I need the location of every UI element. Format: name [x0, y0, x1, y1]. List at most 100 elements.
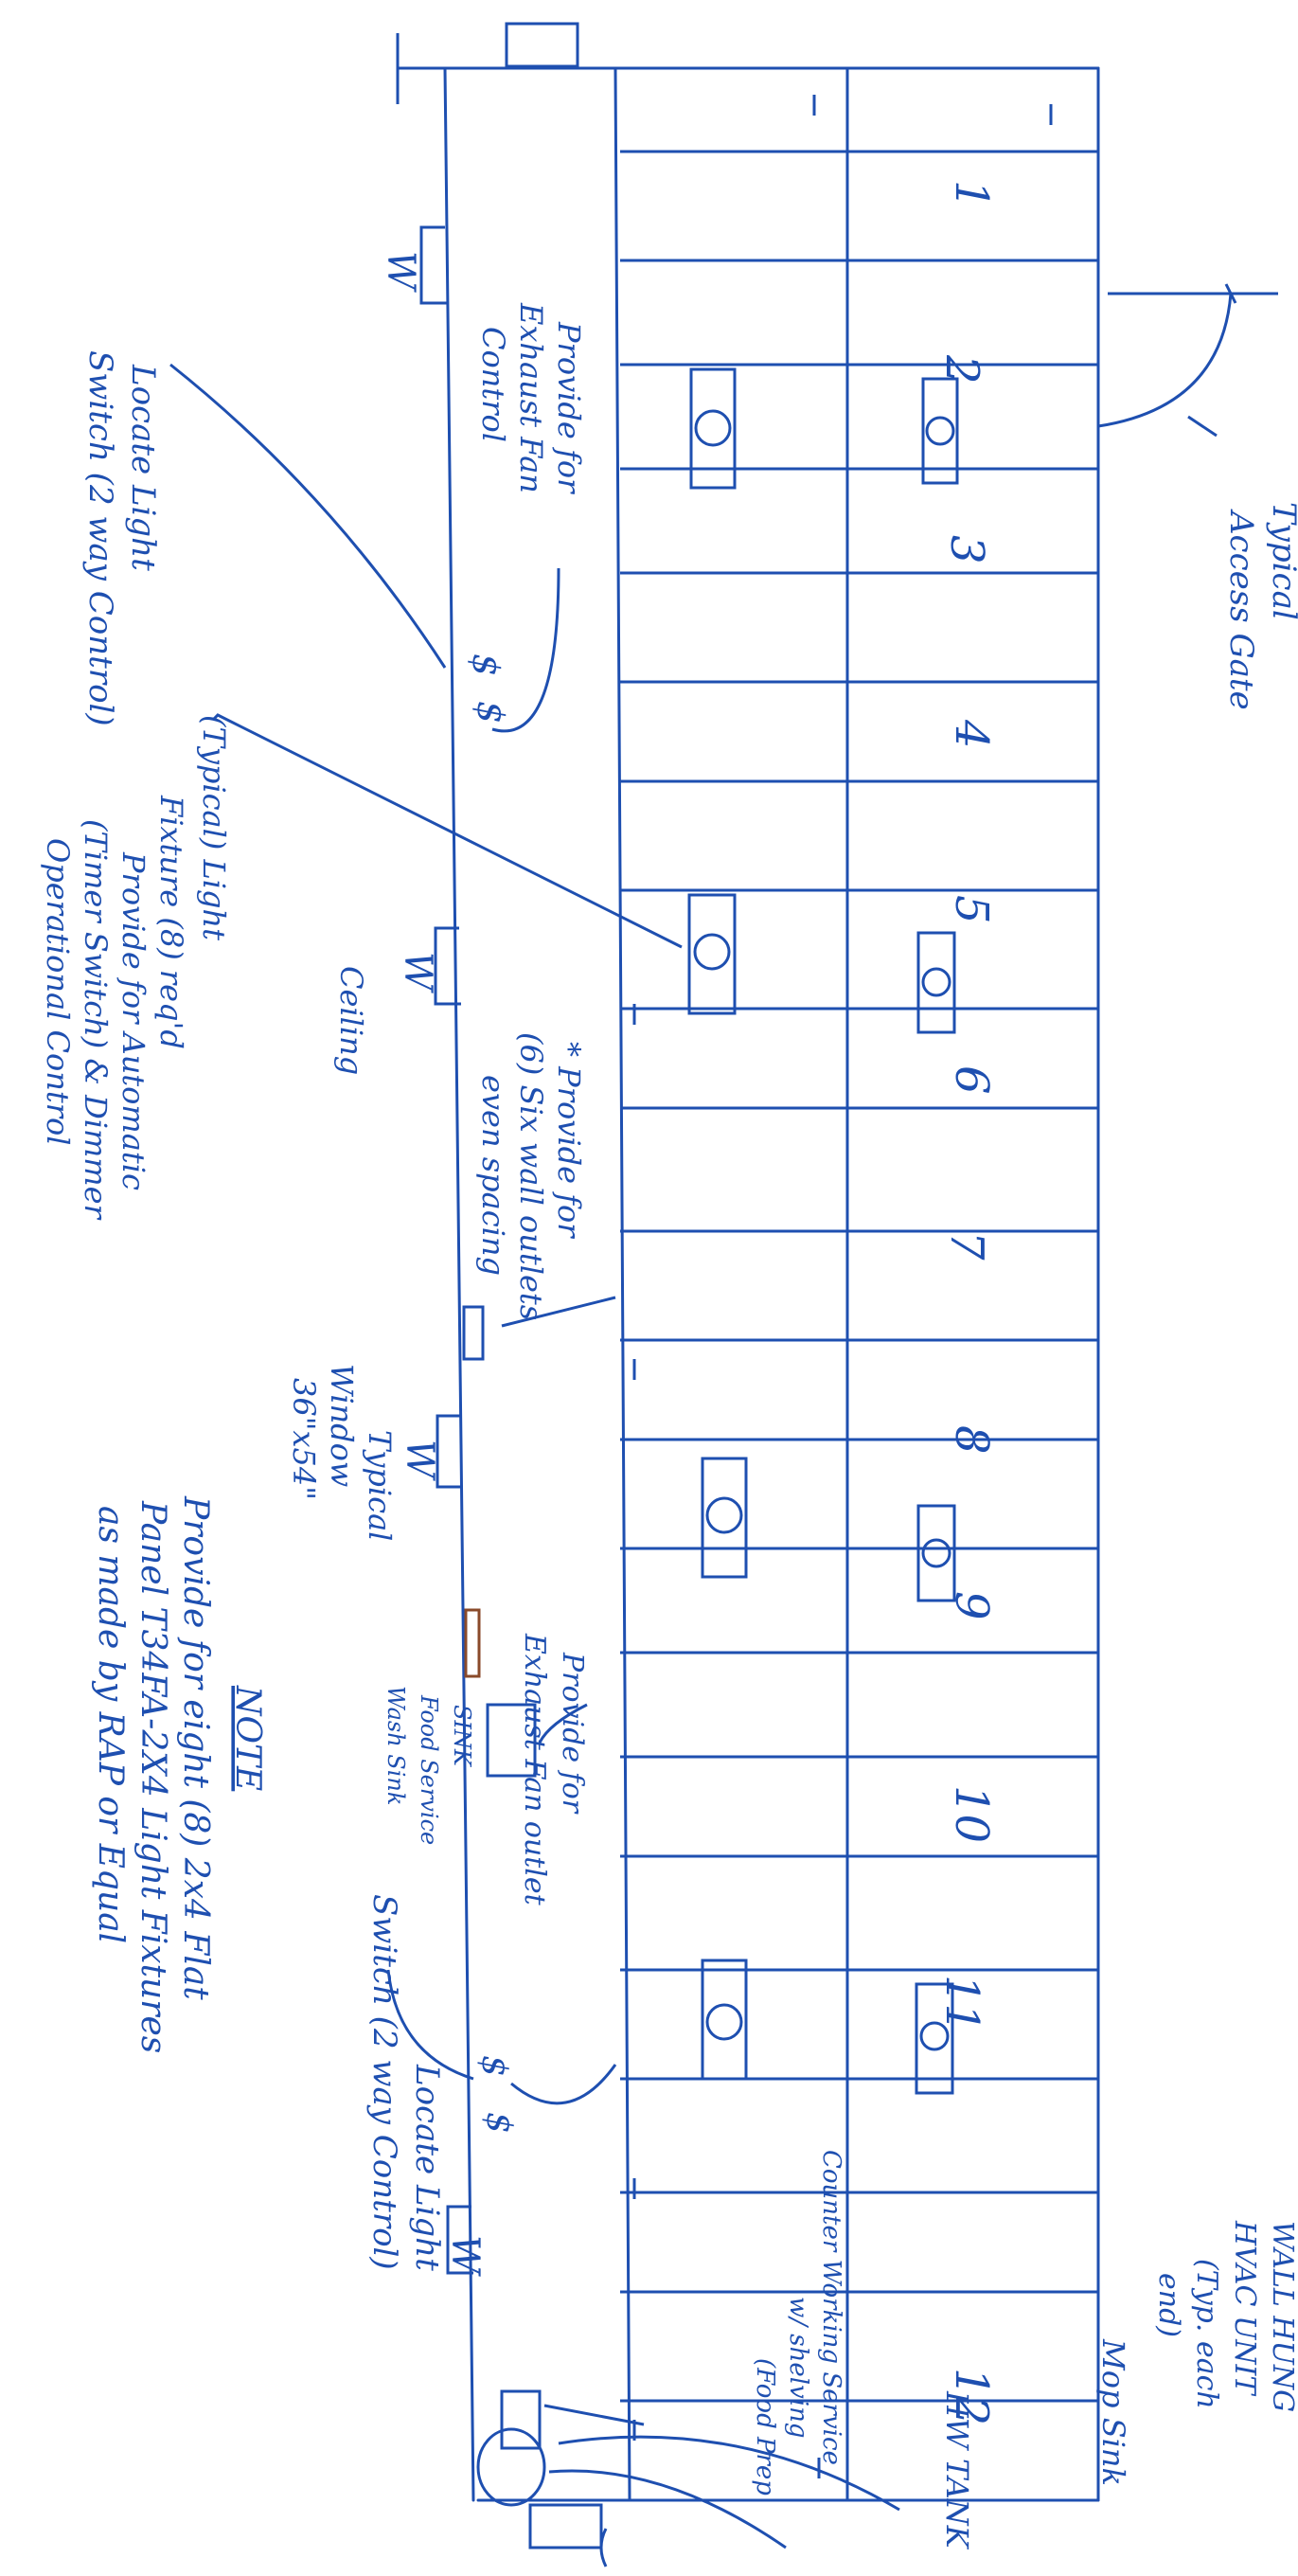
- window-markers: [419, 225, 473, 2275]
- bay-number: 7: [940, 1231, 993, 1261]
- svg-text:Locate Light: Locate Light: [124, 364, 162, 571]
- svg-text:Exhaust Fan outlet: Exhaust Fan outlet: [518, 1633, 551, 1906]
- note-locate-switch-b: Locate Light Switch (2 way Control): [365, 1894, 446, 2271]
- leader-sink: [538, 1703, 588, 1744]
- light-fixture: [701, 1457, 748, 1579]
- window-label: W: [396, 952, 439, 993]
- svg-text:Food Service: Food Service: [416, 1694, 442, 1845]
- switch-group-b: $ $: [474, 2055, 518, 2134]
- svg-text:(Typ. each: (Typ. each: [1190, 2259, 1223, 2409]
- bay-number: 8: [945, 1425, 998, 1455]
- svg-text:Typical: Typical: [362, 1430, 398, 1541]
- note-general: NOTE Provide for eight (8) 2x4 Flat Pane…: [91, 1495, 267, 2053]
- leader-mop-sink: [558, 2435, 900, 2512]
- svg-text:HW TANK: HW TANK: [939, 2390, 975, 2550]
- interior-wall-line: [613, 66, 631, 2502]
- window-marker: [434, 926, 461, 1006]
- light-fixture: [916, 1504, 956, 1602]
- light-fixture: [687, 893, 737, 1015]
- leader-access-gate: [1187, 415, 1218, 438]
- light-fixture: [921, 377, 959, 485]
- window-label: W: [398, 1440, 441, 1481]
- svg-text:(6) Six wall outlets: (6) Six wall outlets: [513, 1032, 549, 1320]
- svg-text:Provide for eight (8) 2x4 Flat: Provide for eight (8) 2x4 Flat: [176, 1495, 215, 2000]
- light-switch-symbol: $: [465, 653, 507, 676]
- svg-text:Typical: Typical: [1265, 502, 1298, 620]
- ceiling-bracket: [396, 22, 579, 104]
- svg-text:Operational Control: Operational Control: [40, 838, 76, 1146]
- window-label: W: [443, 2235, 487, 2277]
- light-fixture: [916, 931, 956, 1034]
- svg-text:Fixture (8) req'd: Fixture (8) req'd: [153, 795, 189, 1049]
- bay-number: 4: [945, 719, 998, 749]
- fixtures-lower: [462, 1305, 603, 2549]
- bay-ticks: [632, 95, 1053, 2478]
- svg-text:Exhaust Fan: Exhaust Fan: [513, 302, 549, 493]
- leader-lines: [169, 363, 1218, 2567]
- svg-text:Provide for: Provide for: [551, 321, 587, 494]
- note-wall-hung: WALL HUNG HVAC UNIT (Typ. each end): [1152, 2220, 1298, 2412]
- svg-text:Window: Window: [324, 1364, 360, 1487]
- svg-text:(Typical) Light: (Typical) Light: [196, 715, 232, 940]
- window-label: W: [379, 251, 422, 293]
- svg-text:Panel T34FA-2X4 Light Fixtures: Panel T34FA-2X4 Light Fixtures: [133, 1500, 172, 2053]
- access-gate: [1097, 283, 1278, 428]
- leader-counter: [543, 2404, 645, 2426]
- svg-text:Locate Light: Locate Light: [408, 2064, 446, 2271]
- hvac-unit-bottom: [528, 2503, 603, 2549]
- svg-text:36"x54": 36"x54": [286, 1378, 322, 1500]
- svg-text:SINK: SINK: [449, 1705, 475, 1768]
- hw-tank: [476, 2427, 546, 2507]
- window-marker: [436, 1414, 463, 1489]
- leader-light-switch-a: [169, 363, 447, 669]
- note-title: NOTE: [228, 1685, 267, 1791]
- exhaust-switch-symbol: $: [470, 701, 511, 724]
- bay-numbers: 1 2 3 4 5 6 7 8 9 10 11 12: [935, 180, 998, 2425]
- bay-number: 9: [945, 1591, 998, 1620]
- svg-text:WALL HUNG: WALL HUNG: [1266, 2221, 1298, 2412]
- leader-ceiling-fixture: [211, 713, 683, 949]
- bay-number: 12: [945, 2368, 998, 2425]
- light-switch-symbol: $: [474, 2055, 513, 2077]
- gfci-switch-symbol: $: [479, 2112, 518, 2134]
- svg-text:(Timer Switch) & Dimmer: (Timer Switch) & Dimmer: [78, 819, 114, 1221]
- note-access-gate: Typical Access Gate: [1222, 502, 1298, 710]
- note-window: Typical Window 36"x54": [286, 1364, 398, 1541]
- svg-text:Control: Control: [475, 327, 511, 442]
- switch-group-a: $ $: [465, 653, 511, 724]
- leader-wall-hung: [599, 2528, 608, 2567]
- bay-number: 6: [945, 1065, 998, 1095]
- leader-hw-tank: [548, 2469, 787, 2549]
- bay-number: 5: [945, 895, 998, 924]
- note-counter: Counter Working Service w/ shelving (Foo…: [751, 2150, 845, 2496]
- bay-dividers: [620, 150, 1098, 2403]
- window-marker: [446, 2205, 473, 2275]
- bay-number: 1: [945, 180, 998, 209]
- room-structure: [443, 66, 1100, 2502]
- leader-light-switch-b: [386, 1969, 474, 2081]
- leader-outlets: [501, 1296, 616, 1328]
- svg-text:Provide for Automatic: Provide for Automatic: [116, 851, 151, 1190]
- svg-text:Wash Sink: Wash Sink: [382, 1686, 409, 1805]
- svg-text:Access Gate: Access Gate: [1222, 509, 1260, 710]
- svg-text:even spacing: even spacing: [475, 1075, 511, 1276]
- room-left-wall: [443, 66, 475, 2502]
- note-locate-switch-a: Locate Light Switch (2 way Control): [81, 350, 162, 726]
- svg-text:Switch (2 way Control): Switch (2 way Control): [81, 350, 119, 726]
- note-exhaust-fan-b: Provide for Exhaust Fan outlet: [518, 1633, 589, 1906]
- note-sink: SINK Food Service Wash Sink: [382, 1686, 475, 1845]
- note-mop-sink: Mop Sink: [1095, 2338, 1131, 2486]
- bay-number: 10: [945, 1785, 998, 1843]
- bay-number: 3: [940, 535, 993, 564]
- svg-text:as made by RAP or Equal: as made by RAP or Equal: [91, 1506, 130, 1943]
- outlet-marker: [462, 1305, 485, 1361]
- food-service-sink: [486, 1703, 537, 1778]
- svg-text:Ceiling: Ceiling: [333, 966, 369, 1075]
- counter-box: [500, 2389, 542, 2450]
- note-outlets: * Provide for (6) Six wall outlets even …: [475, 1032, 587, 1320]
- svg-text:end): end): [1152, 2273, 1185, 2337]
- note-ceiling: Ceiling (Typical) Light Fixture (8) req'…: [40, 715, 369, 1221]
- hvac-unit-top: [505, 22, 579, 68]
